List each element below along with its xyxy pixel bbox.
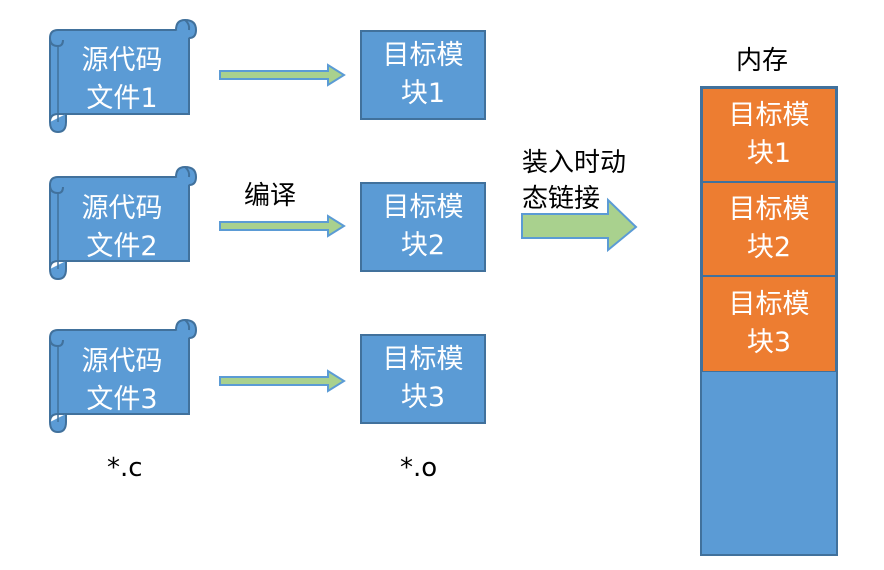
source-file-2: 源代码 文件2 [62, 190, 182, 266]
memory-block-1-line2: 块1 [746, 138, 792, 169]
memory-block-3-line1: 目标模 [728, 289, 810, 320]
compile-arrow-1 [219, 64, 345, 86]
source-file-2-line2: 文件2 [86, 231, 158, 262]
object-module-3-line1: 目标模 [382, 344, 464, 375]
load-link-label-line1: 装入时动 [522, 148, 627, 178]
object-module-1-line2: 块1 [400, 78, 446, 109]
memory-block-2-line1: 目标模 [728, 194, 810, 225]
memory-block-3: 目标模 块3 [702, 276, 836, 372]
object-module-2-line1: 目标模 [382, 192, 464, 223]
memory-title: 内存 [736, 46, 789, 76]
source-file-3: 源代码 文件3 [62, 343, 182, 419]
memory-block-2: 目标模 块2 [702, 182, 836, 276]
load-link-arrow [521, 197, 638, 253]
memory-block-1-line1: 目标模 [728, 100, 810, 131]
memory-block-2-line2: 块2 [746, 232, 792, 263]
source-file-1-line1: 源代码 [81, 45, 163, 76]
object-extension-label: *.o [400, 453, 438, 483]
source-file-1-line2: 文件1 [86, 83, 158, 114]
load-link-label-line2: 态链接 [522, 184, 601, 214]
load-link-label: 装入时动 态链接 [522, 145, 626, 217]
source-file-2-line1: 源代码 [81, 193, 163, 224]
memory-block-3-line2: 块3 [746, 327, 792, 358]
compile-label: 编译 [244, 181, 297, 211]
object-module-1-line1: 目标模 [382, 40, 464, 71]
object-module-2-line2: 块2 [400, 230, 446, 261]
source-file-1: 源代码 文件1 [62, 42, 182, 118]
object-module-1: 目标模 块1 [360, 30, 486, 120]
compile-arrow-2 [219, 215, 345, 237]
object-module-2: 目标模 块2 [360, 182, 486, 272]
memory-block-1: 目标模 块1 [702, 88, 836, 182]
source-file-3-line1: 源代码 [81, 346, 163, 377]
compile-arrow-3 [219, 370, 345, 392]
memory-column: 目标模 块1 目标模 块2 目标模 块3 [700, 86, 838, 556]
source-file-3-line2: 文件3 [86, 384, 158, 415]
memory-free-space [702, 372, 836, 554]
object-module-3-line2: 块3 [400, 382, 446, 413]
object-module-3: 目标模 块3 [360, 334, 486, 424]
source-extension-label: *.c [107, 453, 143, 483]
